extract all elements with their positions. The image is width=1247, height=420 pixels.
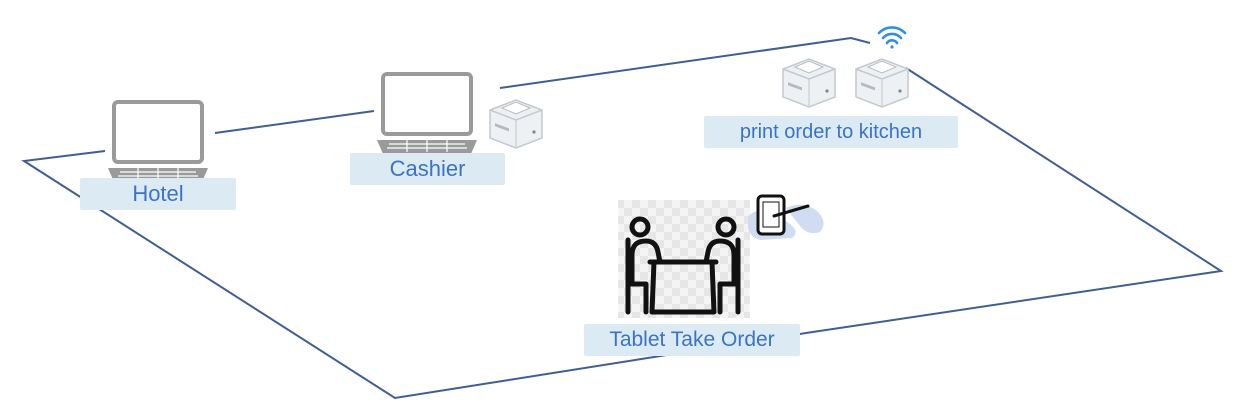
tablet-hand-icon: [748, 194, 824, 240]
tablet-order-label: Tablet Take Order: [584, 324, 800, 356]
kitchen-receipt-printer-icon: [782, 58, 836, 108]
cashier-receipt-printer-icon: [489, 99, 543, 149]
hotel-label: Hotel: [80, 178, 236, 210]
kitchen-printer-label: print order to kitchen: [704, 116, 958, 148]
cashier-laptop-icon: [375, 72, 479, 156]
wifi-icon: [877, 26, 907, 49]
dining-table-icon: [618, 200, 750, 318]
network-outline: [21, 36, 1224, 400]
hotel-laptop-icon: [106, 100, 210, 184]
cashier-label: Cashier: [350, 153, 505, 185]
kitchen-receipt-printer-icon: [855, 58, 909, 108]
